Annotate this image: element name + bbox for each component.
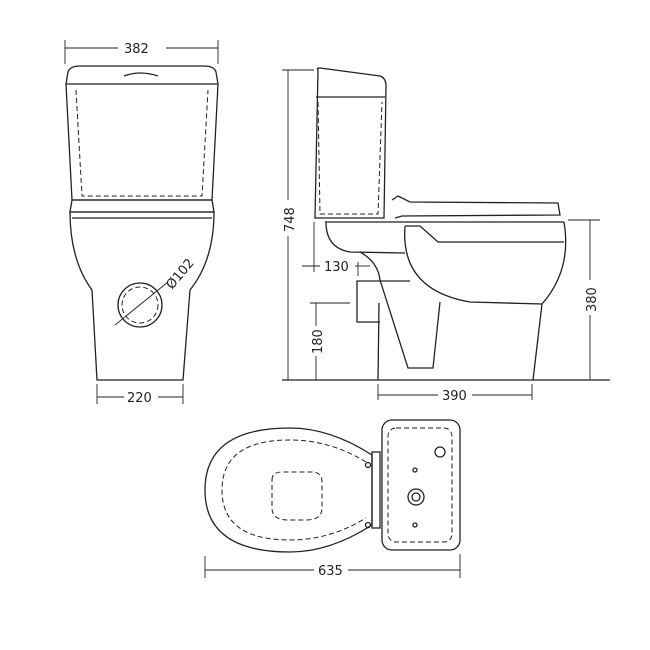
dim-front-width: 382 — [124, 42, 149, 57]
dim-side-base-depth: 390 — [442, 389, 467, 404]
dim-seat-height: 380 — [585, 287, 600, 312]
top-view: 635 — [204, 419, 461, 579]
dim-waste-height: 180 — [311, 329, 326, 354]
dim-front-base-width: 220 — [127, 391, 152, 406]
front-view: 382 220 Ø102 — [64, 40, 219, 406]
side-view: 748 130 180 380 390 — [282, 67, 610, 404]
dim-overall-height: 748 — [283, 207, 298, 232]
dim-waste-setback: 130 — [324, 260, 349, 275]
dim-overall-depth: 635 — [318, 564, 343, 579]
